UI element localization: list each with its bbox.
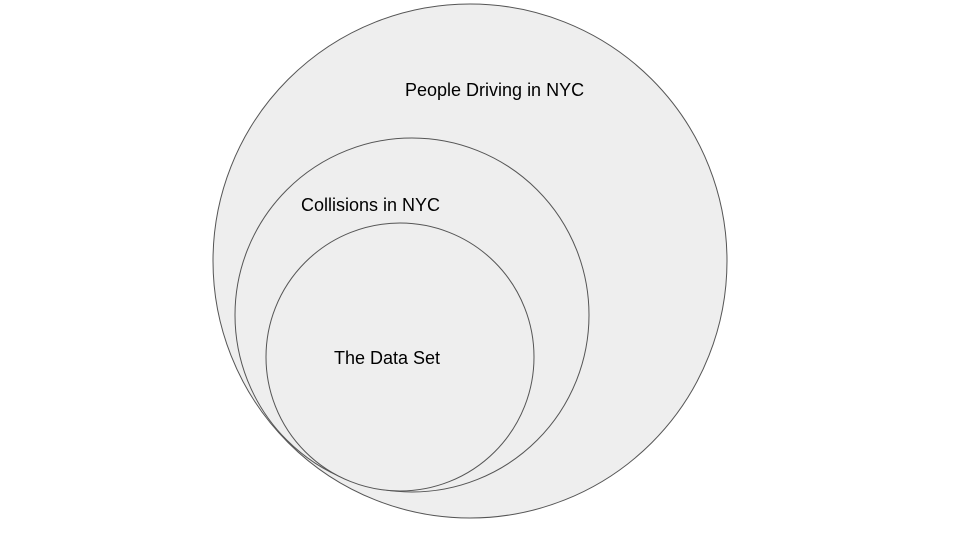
inner-circle bbox=[265, 222, 535, 492]
inner-set: The Data Set bbox=[265, 222, 535, 492]
outer-circle-label: People Driving in NYC bbox=[405, 80, 584, 100]
inner-circle-label: The Data Set bbox=[334, 348, 440, 368]
middle-circle-label: Collisions in NYC bbox=[301, 195, 440, 215]
